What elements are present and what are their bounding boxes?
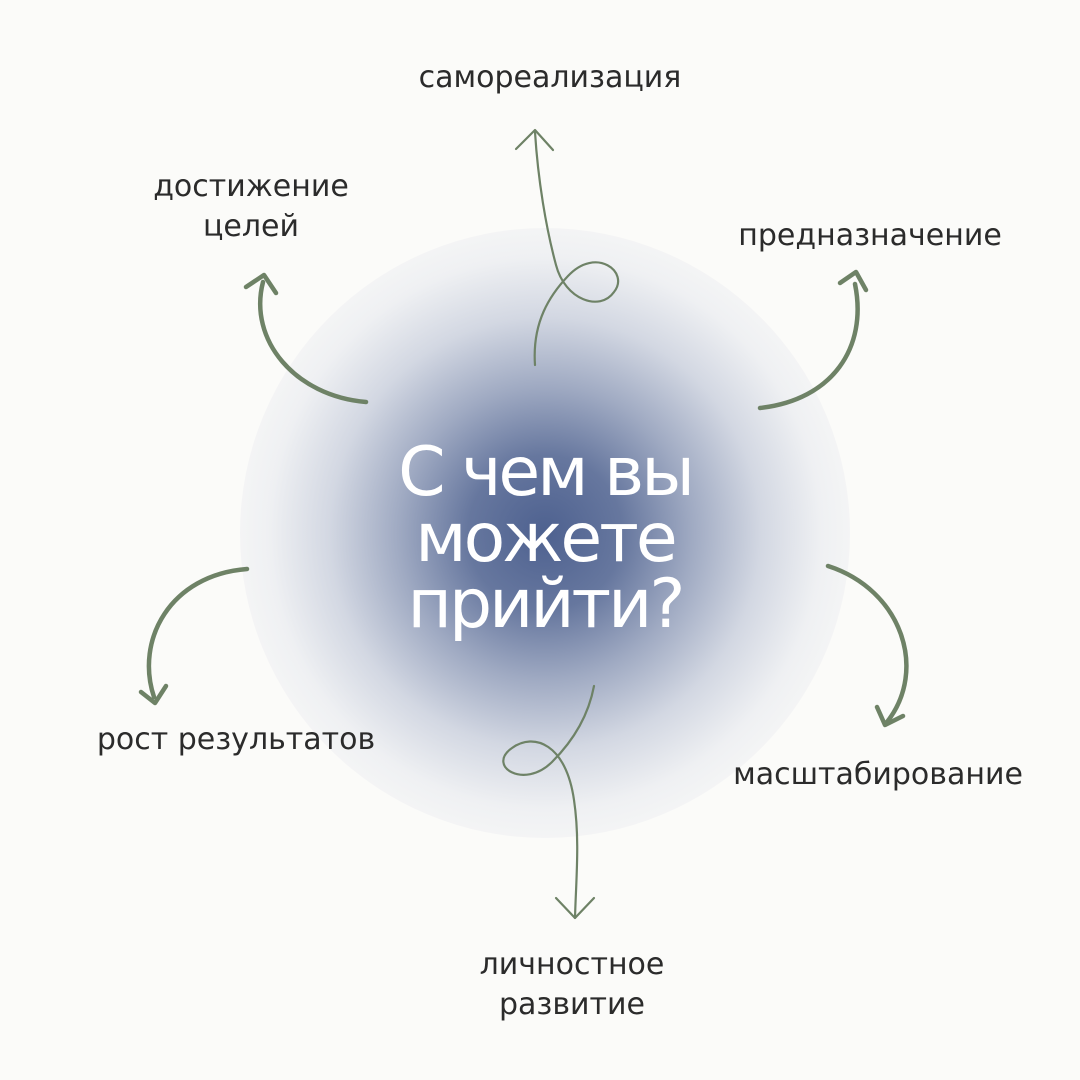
label-self-realization: самореализация xyxy=(340,58,760,98)
label-line: масштабирование xyxy=(733,757,1023,792)
center-question: С чем вы можете прийти? xyxy=(330,433,760,644)
arrow-down-loop xyxy=(502,684,596,920)
label-results-growth: рост результатов xyxy=(56,720,416,760)
label-line: развитие xyxy=(499,987,645,1022)
label-purpose: предназначение xyxy=(680,216,1060,256)
label-scaling: масштабирование xyxy=(690,755,1066,795)
label-line: рост результатов xyxy=(96,722,376,757)
label-line: достижение xyxy=(153,169,349,204)
label-line: личностное xyxy=(479,947,665,982)
center-glow xyxy=(240,228,850,838)
label-goal-achievement: достижение целей xyxy=(96,167,406,247)
center-line: прийти? xyxy=(407,565,686,644)
arrow-up-loop xyxy=(514,128,620,367)
arrow-down-left xyxy=(138,566,250,706)
label-line: целей xyxy=(202,209,299,244)
label-personal-development: личностное развитие xyxy=(400,945,744,1025)
label-line: самореализация xyxy=(418,60,682,95)
arrow-down-right xyxy=(825,563,909,728)
label-line: предназначение xyxy=(738,218,1002,253)
arrow-up-right xyxy=(757,269,869,411)
arrow-up-left xyxy=(243,272,369,405)
center-line: С чем вы xyxy=(398,433,695,512)
center-line: можете xyxy=(415,499,677,578)
